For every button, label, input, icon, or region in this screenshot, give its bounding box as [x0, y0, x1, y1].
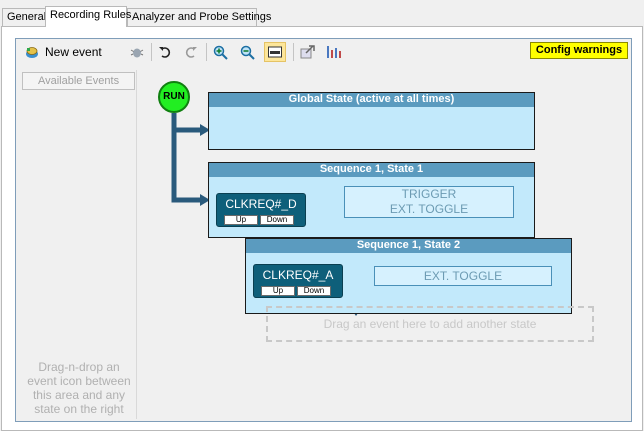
event-down-button[interactable]: Down: [297, 286, 331, 296]
columns-button[interactable]: [325, 42, 343, 62]
event-up-button[interactable]: Up: [261, 286, 295, 296]
tab-analyzer-probe-settings[interactable]: Analyzer and Probe Settings: [127, 8, 271, 26]
tab-bar: General Recording Rules Analyzer and Pro…: [0, 0, 644, 27]
event-name: CLKREQ#_A: [262, 268, 334, 282]
action-ext-toggle[interactable]: EXT. TOGGLE: [374, 266, 552, 286]
columns-icon: [327, 46, 341, 58]
state-title: Sequence 1, State 1: [209, 163, 534, 177]
action-label-ext-toggle: EXT. TOGGLE: [389, 202, 469, 216]
event-clkreq-d[interactable]: CLKREQ#_D Up Down: [216, 193, 306, 227]
redo-button[interactable]: [182, 42, 200, 62]
new-event-button[interactable]: New event: [24, 42, 106, 62]
fit-view-icon: [268, 46, 282, 58]
toolbar-separator: [151, 43, 152, 61]
redo-icon: [185, 47, 197, 58]
export-icon: [300, 45, 315, 59]
zoom-out-button[interactable]: [238, 42, 256, 62]
undo-button[interactable]: [156, 42, 174, 62]
recording-rules-editor: New event: [15, 38, 632, 422]
drag-drop-hint: Drag-n-drop an event icon between this a…: [27, 360, 131, 416]
toolbar-separator: [206, 43, 207, 61]
fit-view-button[interactable]: [264, 42, 286, 62]
bug-button[interactable]: [128, 42, 146, 62]
event-clkreq-a[interactable]: CLKREQ#_A Up Down: [253, 264, 343, 298]
tab-general[interactable]: General: [2, 8, 46, 26]
new-event-label: New event: [45, 45, 102, 59]
zoom-out-icon: [240, 45, 255, 60]
state-title: Sequence 1, State 2: [246, 239, 571, 253]
tab-content: New event: [1, 26, 643, 431]
toolbar-separator: [293, 43, 294, 61]
zoom-in-button[interactable]: [211, 42, 229, 62]
action-trigger-toggle[interactable]: TRIGGER EXT. TOGGLE: [344, 186, 514, 218]
action-label-trigger: TRIGGER: [401, 187, 457, 201]
state-global[interactable]: Global State (active at all times): [208, 92, 535, 150]
available-events-button[interactable]: Available Events: [22, 72, 135, 90]
state-machine-canvas: RUN Global State (active at all times) S…: [138, 70, 630, 419]
available-events-panel: Available Events Drag-n-drop an event ic…: [20, 70, 137, 419]
config-warnings-button[interactable]: Config warnings: [530, 42, 628, 59]
state-title: Global State (active at all times): [209, 93, 534, 107]
event-up-button[interactable]: Up: [224, 215, 258, 225]
event-down-button[interactable]: Down: [260, 215, 294, 225]
add-state-drop-zone[interactable]: Drag an event here to add another state: [266, 306, 594, 342]
new-event-icon: [26, 47, 38, 58]
toolbar: New event: [16, 39, 631, 65]
undo-icon: [159, 47, 171, 58]
event-name: CLKREQ#_D: [225, 197, 297, 211]
run-start-node[interactable]: RUN: [158, 81, 190, 113]
tab-recording-rules[interactable]: Recording Rules: [45, 6, 131, 27]
zoom-in-icon: [213, 45, 228, 60]
bug-icon: [130, 48, 144, 58]
export-button[interactable]: [298, 42, 316, 62]
